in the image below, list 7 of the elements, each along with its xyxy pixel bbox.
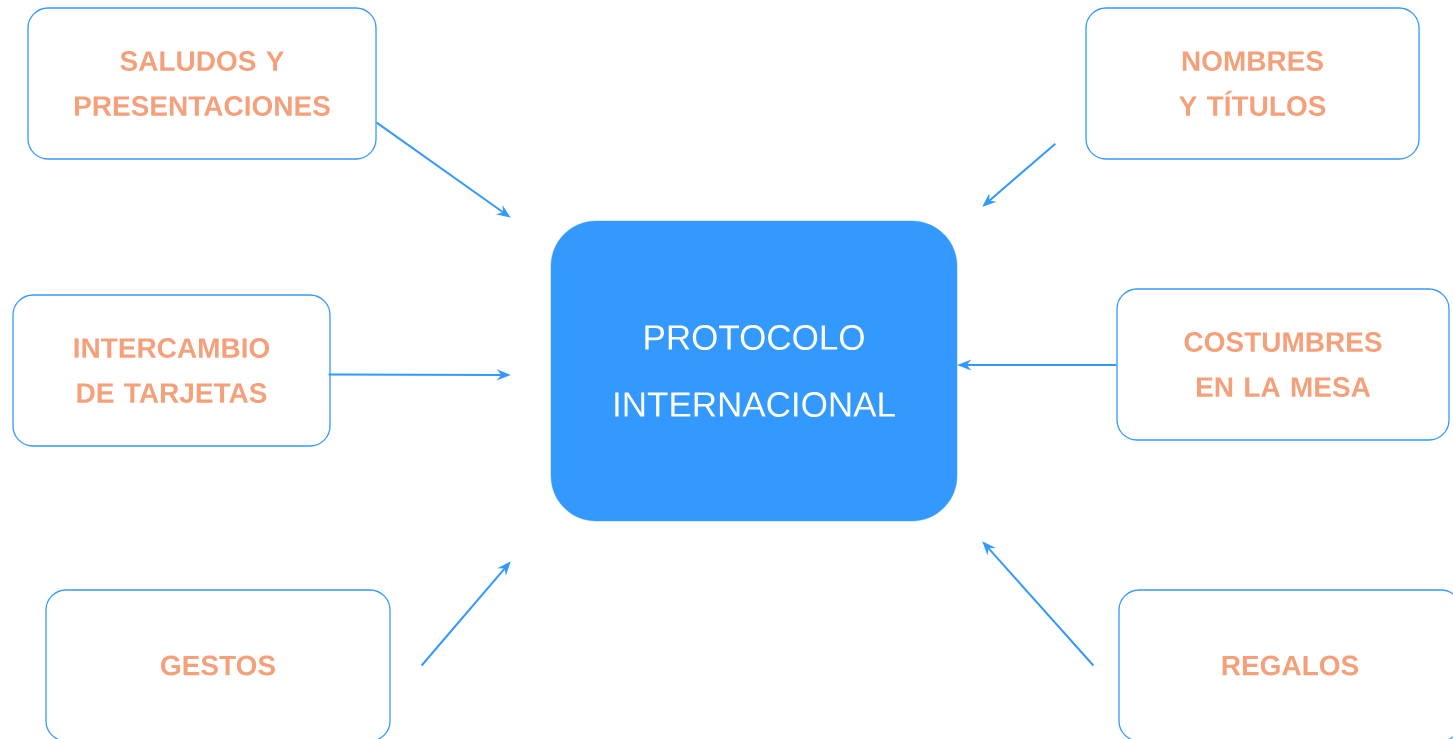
label-box: SALUDOS Y PRESENTACIONES [27, 7, 377, 160]
label-box: COSTUMBRES EN LA MESA [1116, 288, 1450, 441]
label-box: INTERCAMBIO DE TARJETAS [12, 294, 331, 447]
label-box: GESTOS [45, 589, 391, 739]
label-box: REGALOS [1118, 589, 1453, 739]
topic-box: PROTOCOLO INTERNACIONAL [550, 220, 958, 522]
label-box: NOMBRES Y TÍTULOS [1085, 7, 1420, 160]
